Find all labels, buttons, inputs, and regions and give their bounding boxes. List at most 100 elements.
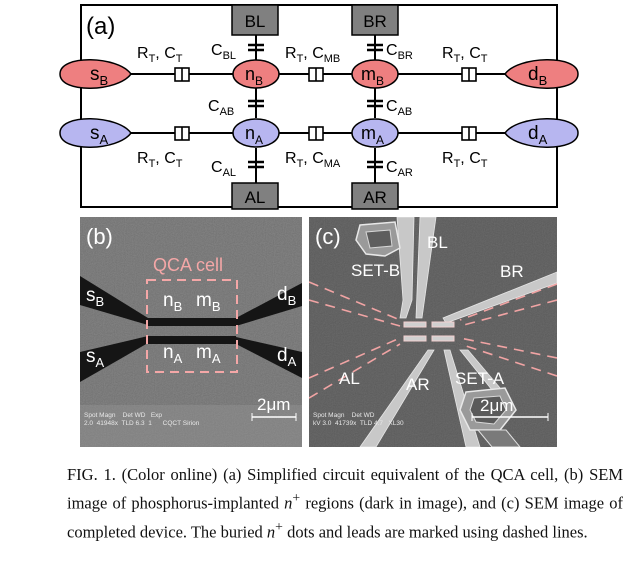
jl-top-right: RT, CT — [442, 45, 488, 65]
cl-cab-left: CAB — [208, 98, 234, 118]
jl-bot-mid: RT, CMA — [285, 150, 341, 170]
panel-c-labels: BL BR SET-B AL AR SET-A — [339, 233, 524, 394]
gate-br-label: BR — [363, 12, 387, 31]
junction-labels: RT, CT RT, CMB RT, CT RT, CT RT, CMA RT,… — [137, 45, 488, 170]
panel-a-circuit: (a) — [59, 4, 579, 210]
qca-dots — [403, 321, 455, 342]
panel-b-labels: sB sA dB dA nB mB nA mA — [86, 284, 297, 370]
pb-nb: nB — [163, 290, 182, 314]
panel-b-label: (b) — [86, 224, 113, 249]
source-b-sub: B — [100, 73, 109, 88]
pc-al: AL — [339, 369, 360, 388]
dot-nb: nB — [232, 59, 280, 89]
source-a-label: s — [90, 123, 100, 144]
pc-ar: AR — [406, 375, 430, 394]
svg-text:mA: mA — [361, 123, 384, 147]
panel-c-scale-label: 2μm — [480, 396, 513, 415]
gate-bl-label: BL — [245, 12, 266, 31]
caption-part-1: FIG. 1. (Color online) (a) Simplified ci… — [67, 465, 623, 513]
gate-bl: BL — [231, 4, 279, 36]
source-a-sub: A — [100, 132, 109, 147]
svg-text:sA: sA — [90, 123, 109, 147]
caption-plus-2: + — [275, 518, 283, 534]
cl-cbl: CBL — [211, 42, 236, 62]
dot-na: nA — [232, 118, 280, 148]
svg-text:dB: dB — [528, 64, 547, 88]
caption-n-2: n — [266, 522, 276, 541]
qca-cell-box — [146, 279, 238, 373]
pb-na: nA — [163, 342, 183, 366]
junction-bot-left — [174, 126, 190, 141]
caption-part-2: regions (dark in image), and (c) SEM ima… — [67, 493, 623, 542]
svg-text:mB: mB — [361, 64, 384, 88]
pc-bl: BL — [427, 233, 448, 252]
caption-plus-1: + — [292, 490, 301, 505]
source-a: sA — [59, 118, 132, 148]
panel-c-label: (c) — [315, 224, 341, 249]
dot-na-label: n — [245, 123, 255, 143]
junction-top-right — [461, 67, 477, 82]
cl-cab-right: CAB — [386, 98, 412, 118]
cl-car: CAR — [386, 159, 413, 179]
drain-b-label: d — [528, 64, 539, 85]
panel-c-sem: (c) BL BR SET-B AL AR SET-A 2μm Spot Mag… — [309, 217, 557, 447]
cap-labels: CBL CBR CAB CAB CAL CAR — [208, 42, 413, 179]
dot-mb: mB — [351, 59, 399, 89]
dot-mb-sub: B — [376, 74, 384, 88]
jl-bot-right: RT, CT — [442, 150, 488, 170]
pb-mb: mB — [196, 290, 221, 314]
panel-a-label: (a) — [86, 13, 115, 40]
dot-ma: mA — [351, 118, 399, 148]
drain-a-label: d — [528, 123, 539, 144]
panel-b-info-row2: 2.0 41948x TLD 6.3 1 CQCT Sirion — [84, 420, 200, 427]
junctions — [174, 67, 477, 141]
gate-al-label: AL — [245, 188, 266, 207]
dot-nb-label: n — [245, 64, 255, 84]
junction-top-left — [174, 67, 190, 82]
pb-db: dB — [277, 284, 296, 308]
cl-cal: CAL — [211, 159, 236, 179]
pb-da: dA — [277, 345, 297, 369]
junction-top-mid — [308, 67, 324, 82]
buried-leads-dashed — [309, 281, 557, 399]
dot-na-sub: A — [255, 133, 263, 147]
drain-b: dB — [504, 59, 579, 89]
gate-ar-label: AR — [363, 188, 387, 207]
svg-text:sB: sB — [90, 64, 108, 88]
implanted-leads — [80, 276, 302, 382]
pc-seta: SET-A — [455, 369, 505, 388]
svg-text:nB: nB — [245, 64, 263, 88]
panel-b-background — [80, 217, 302, 447]
jl-bot-left: RT, CT — [137, 150, 183, 170]
qca-cell-label: QCA cell — [153, 255, 223, 275]
svg-text:dA: dA — [528, 123, 548, 147]
panel-b-info-row1: Spot Magn Det WD Exp — [84, 412, 162, 419]
cl-cbr: CBR — [386, 42, 413, 62]
figure-caption: FIG. 1. (Color online) (a) Simplified ci… — [67, 463, 623, 543]
panel-a-frame — [80, 4, 558, 208]
dot-nb-sub: B — [255, 74, 263, 88]
gate-br: BR — [351, 4, 399, 36]
junction-bot-mid — [308, 126, 324, 141]
svg-text:nA: nA — [245, 123, 263, 147]
pb-ma: mA — [196, 342, 221, 366]
panel-b-scale-label: 2μm — [257, 395, 290, 414]
capacitors — [248, 43, 383, 169]
panel-c-info-row2: kV 3.0 41739x TLD 4.7 XL30 — [313, 420, 404, 427]
metal-gates — [359, 217, 557, 447]
drain-a-sub: A — [539, 132, 548, 147]
source-b-label: s — [90, 64, 100, 85]
jl-top-left: RT, CT — [137, 45, 183, 65]
pc-setb: SET-B — [351, 261, 400, 280]
dot-ma-sub: A — [376, 133, 384, 147]
drain-b-sub: B — [539, 73, 548, 88]
jl-top-mid: RT, CMB — [285, 45, 340, 65]
panel-b-sem: QCA cell (b) sB sA dB dA nB mB nA mA 2μm… — [80, 217, 302, 447]
junction-bot-right — [461, 126, 477, 141]
pb-sa: sA — [86, 346, 105, 370]
pc-br: BR — [500, 262, 524, 281]
gate-al: AL — [231, 182, 279, 210]
source-b: sB — [59, 59, 132, 89]
gate-ar: AR — [351, 182, 399, 210]
